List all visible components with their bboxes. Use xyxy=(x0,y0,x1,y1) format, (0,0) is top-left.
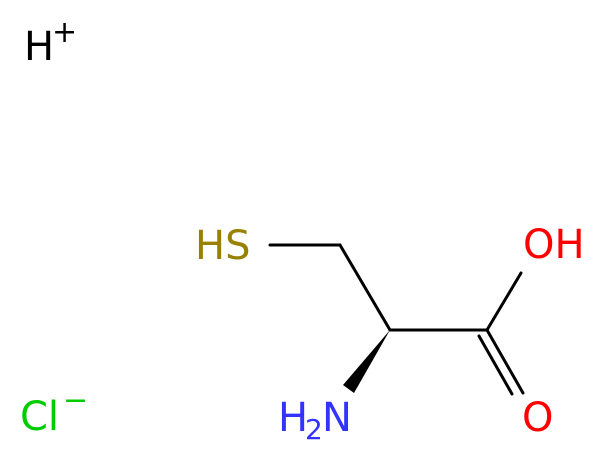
bond-ccarboxyl-o-double-2 xyxy=(477,334,514,396)
bond-ch2-calpha xyxy=(338,243,392,332)
bonds xyxy=(268,243,525,396)
thiol-label: HS xyxy=(195,223,250,269)
bond-ccarboxyl-o-double-1 xyxy=(485,328,525,395)
proton-symbol: H xyxy=(24,24,54,70)
chloride-charge: − xyxy=(63,383,88,418)
bond-ccarboxyl-oh xyxy=(485,271,523,332)
amine-nitrogen: N xyxy=(322,395,352,441)
amine-hydrogen: H xyxy=(278,395,308,441)
carbonyl-oxygen-label: O xyxy=(522,395,553,441)
amine-subscript: 2 xyxy=(305,413,323,446)
amine-group: H 2 N xyxy=(278,395,352,446)
proton-charge: + xyxy=(52,15,77,50)
proton-ion: H + xyxy=(24,15,77,70)
hydroxyl-label: OH xyxy=(523,222,585,268)
chloride-symbol: Cl xyxy=(20,394,59,440)
chloride-ion: Cl − xyxy=(20,383,88,440)
bond-calpha-n-wedge xyxy=(343,330,390,393)
